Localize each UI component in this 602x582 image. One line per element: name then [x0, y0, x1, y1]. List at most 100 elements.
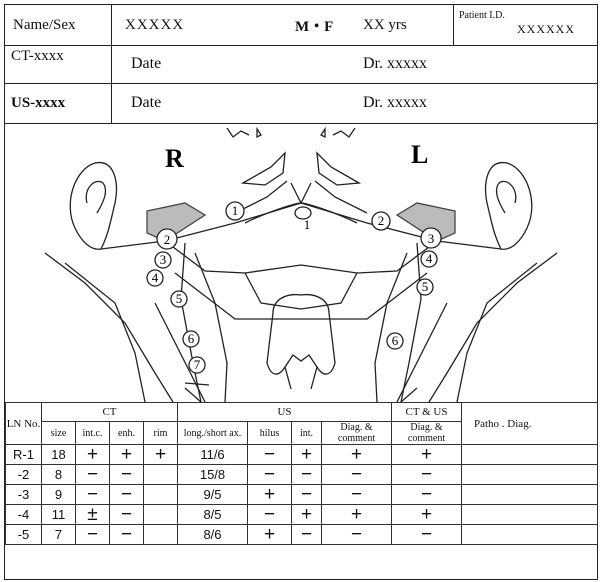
node-R5[interactable]: 5 [171, 291, 187, 307]
ct-enh-col: enh. [110, 422, 144, 445]
ctus-diag-comment-col: Diag. & comment [392, 422, 462, 445]
cell-ctus[interactable]: + [392, 445, 462, 465]
cell-size[interactable]: 9 [42, 485, 76, 505]
svg-text:6: 6 [188, 331, 195, 346]
cell-hilus[interactable]: + [248, 525, 292, 545]
node-R7[interactable]: 7 [189, 357, 205, 373]
cell-axis[interactable]: 15/8 [178, 465, 248, 485]
cell-hilus[interactable]: − [248, 445, 292, 465]
cell-enh[interactable]: + [110, 445, 144, 465]
cell-axis[interactable]: 11/6 [178, 445, 248, 465]
cell-patho[interactable] [462, 505, 598, 525]
cell-rim[interactable]: + [144, 445, 178, 465]
node-center-1[interactable]: 1 [295, 207, 311, 232]
svg-text:2: 2 [164, 232, 171, 247]
cell-intc[interactable]: − [76, 485, 110, 505]
ln-number-header: LN No. [6, 403, 42, 445]
cell-intc[interactable]: + [76, 445, 110, 465]
cell-size[interactable]: 8 [42, 465, 76, 485]
us-exam-row: US-xxxx Date Dr. xxxxx [5, 83, 597, 124]
patient-name-field[interactable]: XXXXX [125, 5, 245, 45]
svg-text:6: 6 [392, 333, 399, 348]
cell-patho[interactable] [462, 525, 598, 545]
cell-ctus[interactable]: − [392, 485, 462, 505]
age-field[interactable]: XX yrs [363, 5, 443, 45]
cell-patho[interactable] [462, 445, 598, 465]
cell-patho[interactable] [462, 485, 598, 505]
node-L3[interactable]: 3 [421, 228, 441, 248]
cell-axis[interactable]: 8/6 [178, 525, 248, 545]
cell-axis[interactable]: 8/5 [178, 505, 248, 525]
cell-size[interactable]: 11 [42, 505, 76, 525]
ct-intc-col: int.c. [76, 422, 110, 445]
sex-selector[interactable]: M・F [295, 5, 355, 45]
cell-enh[interactable]: − [110, 505, 144, 525]
node-L6[interactable]: 6 [387, 333, 403, 349]
cell-diag[interactable]: + [322, 505, 392, 525]
cell-size[interactable]: 18 [42, 445, 76, 465]
svg-text:4: 4 [152, 270, 159, 285]
cell-ctus[interactable]: + [392, 505, 462, 525]
cell-int[interactable]: − [292, 485, 322, 505]
us-date-field[interactable]: Date [131, 83, 211, 123]
cell-int[interactable]: + [292, 505, 322, 525]
cell-ctus[interactable]: − [392, 465, 462, 485]
cell-intc[interactable]: ± [76, 505, 110, 525]
svg-text:7: 7 [194, 357, 201, 372]
cell-int[interactable]: + [292, 445, 322, 465]
cell-hilus[interactable]: − [248, 465, 292, 485]
chin-left-stroke [227, 128, 249, 137]
node-L5[interactable]: 5 [417, 279, 433, 295]
cell-intc[interactable]: − [76, 465, 110, 485]
svg-text:2: 2 [378, 213, 385, 228]
cell-size[interactable]: 7 [42, 525, 76, 545]
us-doctor-field[interactable]: Dr. xxxxx [363, 83, 483, 123]
cell-enh[interactable]: − [110, 465, 144, 485]
patient-id-field[interactable]: XXXXXX [517, 5, 597, 45]
us-diag-comment-col: Diag. & comment [322, 422, 392, 445]
cell-diag[interactable]: + [322, 445, 392, 465]
us-int-col: int. [292, 422, 322, 445]
cell-rim[interactable] [144, 465, 178, 485]
cell-enh[interactable]: − [110, 485, 144, 505]
node-L4[interactable]: 4 [421, 251, 437, 267]
ct-size-col: size [42, 422, 76, 445]
cell-int[interactable]: − [292, 465, 322, 485]
right-side-marker: R [165, 144, 184, 173]
svg-text:3: 3 [160, 252, 167, 267]
node-R4[interactable]: 4 [147, 270, 163, 286]
svg-text:1: 1 [232, 203, 239, 218]
cell-int[interactable]: − [292, 525, 322, 545]
thyroid-outline [267, 295, 335, 374]
cell-rim[interactable] [144, 525, 178, 545]
ct-doctor-field[interactable]: Dr. xxxxx [363, 45, 483, 83]
patho-diag-header: Patho . Diag. [462, 403, 598, 445]
cell-rim[interactable] [144, 505, 178, 525]
node-R1[interactable]: 1 [226, 202, 244, 220]
cell-diag[interactable]: − [322, 525, 392, 545]
cell-ctus[interactable]: − [392, 525, 462, 545]
cell-intc[interactable]: − [76, 525, 110, 545]
ct-date-field[interactable]: Date [131, 45, 211, 83]
cell-axis[interactable]: 9/5 [178, 485, 248, 505]
svg-text:3: 3 [428, 231, 435, 246]
left-side-marker: L [411, 140, 428, 169]
cell-patho[interactable] [462, 465, 598, 485]
cell-hilus[interactable]: − [248, 505, 292, 525]
lymph-node-table: LN No. CT US CT & US Patho . Diag. size … [5, 402, 598, 545]
node-L2[interactable]: 2 [372, 212, 390, 230]
ct-header: CT [42, 403, 178, 422]
patient-header-row: Name/Sex XXXXX M・F XX yrs Patient I.D. X… [5, 5, 597, 46]
cell-hilus[interactable]: + [248, 485, 292, 505]
node-R3[interactable]: 3 [155, 252, 171, 268]
cell-diag[interactable]: − [322, 485, 392, 505]
cell-rim[interactable] [144, 485, 178, 505]
node-R2[interactable]: 2 [157, 229, 177, 249]
cell-enh[interactable]: − [110, 525, 144, 545]
node-R6[interactable]: 6 [183, 331, 199, 347]
cell-diag[interactable]: − [322, 465, 392, 485]
